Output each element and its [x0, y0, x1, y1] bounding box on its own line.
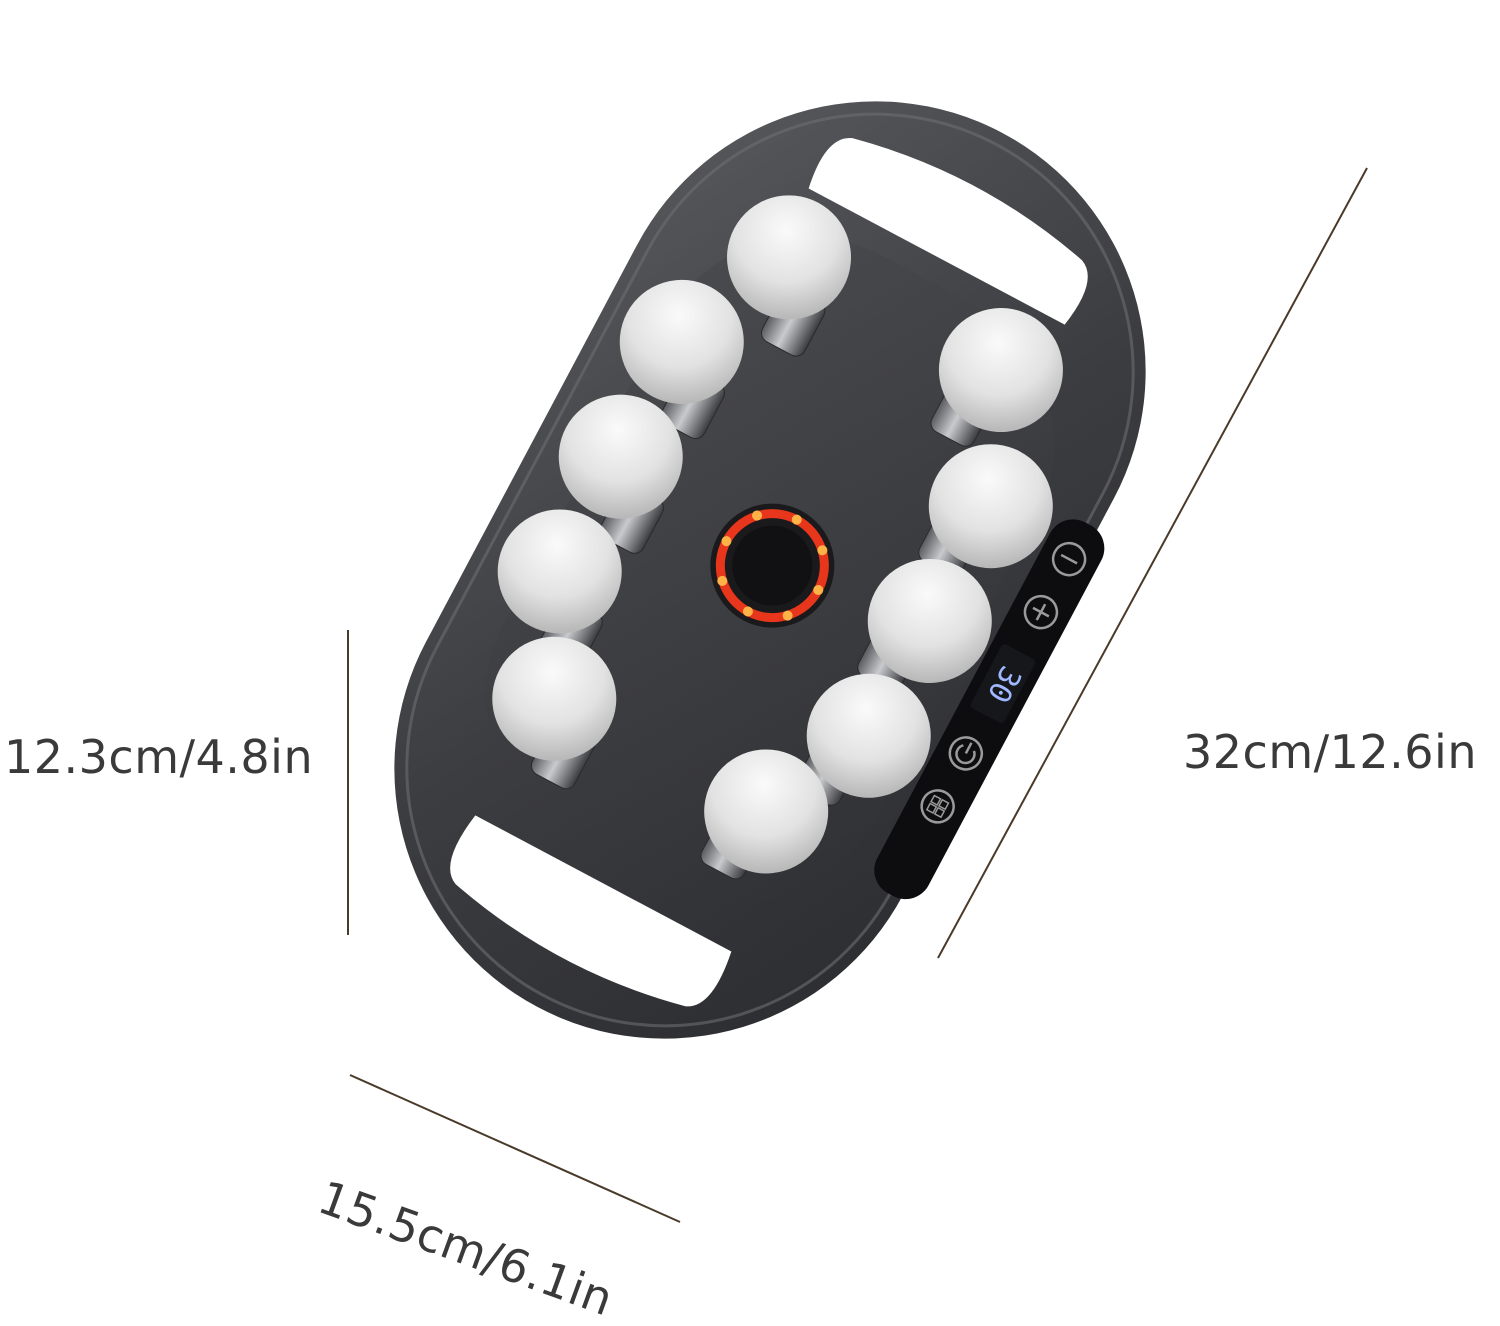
product-illustration: 30	[347, 101, 1368, 1223]
timer-display	[970, 644, 1036, 723]
minus-button[interactable]	[1047, 538, 1090, 581]
plus-button[interactable]	[1019, 590, 1062, 633]
power-button[interactable]	[944, 732, 987, 775]
massager-device: 30	[394, 101, 1146, 1039]
heat-ring-indicator	[710, 503, 835, 628]
length-dimension-line	[937, 167, 1368, 959]
length-dimension-label: 32cm/12.6in	[1183, 725, 1477, 779]
mode-button[interactable]	[916, 785, 959, 828]
bottom-handle-opening	[450, 815, 732, 1007]
top-handle-opening	[808, 138, 1088, 325]
product-stage: 30	[4, 101, 1477, 1326]
width-dimension-line	[349, 1074, 681, 1223]
massage-heads	[492, 195, 1063, 880]
height-dimension-label: 12.3cm/4.8in	[4, 730, 314, 784]
